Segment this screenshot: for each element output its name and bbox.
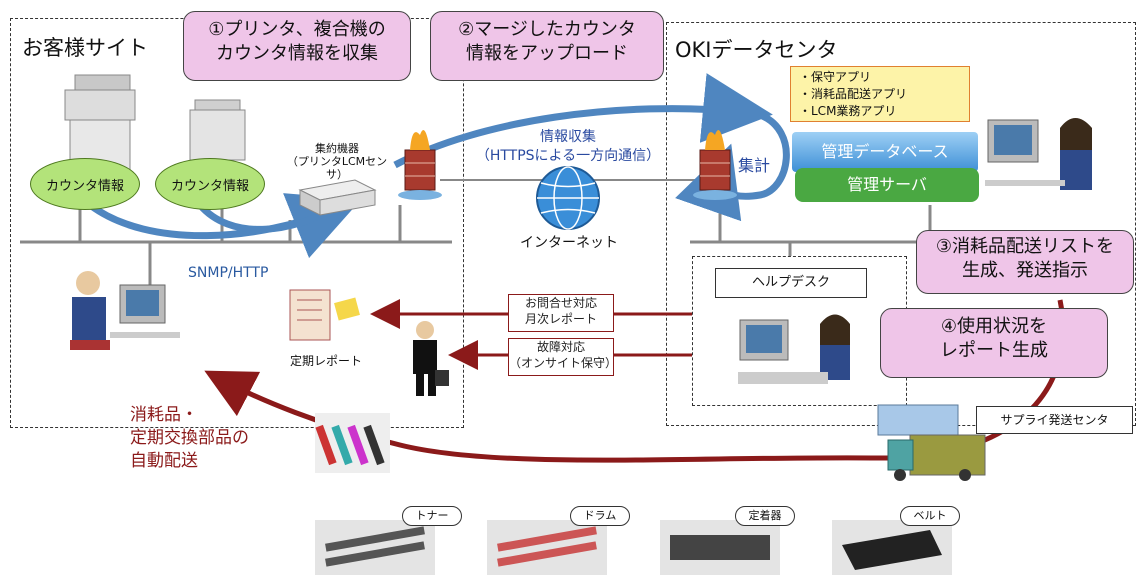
app-item: ・保守アプリ xyxy=(799,70,872,84)
drum-part-icon xyxy=(487,520,607,575)
firewall-oki-icon xyxy=(693,130,737,200)
part-tag-fuser: 定着器 xyxy=(735,506,795,526)
printer-icon xyxy=(189,99,246,161)
callout-step3: ③消耗品配送リストを 生成、発送指示 xyxy=(916,230,1134,294)
callout-step2: ②マージしたカウンタ 情報をアップロード xyxy=(430,11,664,81)
counter-info-oval-2: カウンタ情報 xyxy=(155,158,265,210)
info-collect-label: 情報収集 （HTTPSによる一方向通信） xyxy=(475,129,661,164)
mgmt-server: 管理サーバ xyxy=(795,168,979,202)
customer-user-icon xyxy=(70,271,180,350)
periodic-report-label: 定期レポート xyxy=(290,354,363,368)
oki-operator-icon xyxy=(985,118,1092,190)
app-item: ・LCM業務アプリ xyxy=(799,104,897,118)
internet-label: インターネット xyxy=(520,235,618,251)
firewall-customer-icon xyxy=(398,130,442,200)
delivery-truck-icon xyxy=(877,404,986,481)
supply-center-label: サプライ発送センタ xyxy=(976,406,1133,434)
upload-arrow xyxy=(393,73,773,169)
app-item: ・消耗品配送アプリ xyxy=(799,87,908,101)
snmp-label: SNMP/HTTP xyxy=(188,265,269,281)
callout-step4: ④使用状況を レポート生成 xyxy=(880,308,1108,378)
mgmt-db: 管理データベース xyxy=(792,132,978,172)
belt-part-icon xyxy=(832,520,952,575)
report-document-icon xyxy=(289,289,360,341)
part-tag-toner: トナー xyxy=(402,506,462,526)
internet-globe-icon xyxy=(536,166,600,230)
auto-delivery-label: 消耗品・ 定期交換部品の 自動配送 xyxy=(130,405,249,471)
aggregator-label: 集約機器 （プリンタLCMセンサ） xyxy=(286,142,388,181)
counter-info-oval-1: カウンタ情報 xyxy=(30,158,140,210)
failure-box: 故障対応 （オンサイト保守） xyxy=(508,338,617,376)
aggregator-device-icon xyxy=(298,179,377,216)
fuser-part-icon xyxy=(660,520,780,575)
toner-cartridges-icon xyxy=(315,413,390,473)
part-tag-belt: ベルト xyxy=(900,506,960,526)
toner-part-icon xyxy=(315,520,435,575)
apps-box: ・保守アプリ ・消耗品配送アプリ ・LCM業務アプリ xyxy=(790,66,970,122)
part-tag-drum: ドラム xyxy=(570,506,630,526)
oki-center-title: OKIデータセンタ xyxy=(675,38,838,62)
customer-site-title: お客様サイト xyxy=(22,36,148,60)
callout-step1: ①プリンタ、複合機の カウンタ情報を収集 xyxy=(183,11,411,81)
helpdesk-operator-icon xyxy=(738,314,850,384)
inquiry-box: お問合せ対応 月次レポート xyxy=(508,294,614,332)
helpdesk-label: ヘルプデスク xyxy=(715,268,867,298)
tally-label: 集計 xyxy=(738,156,771,175)
service-engineer-icon xyxy=(413,321,449,396)
